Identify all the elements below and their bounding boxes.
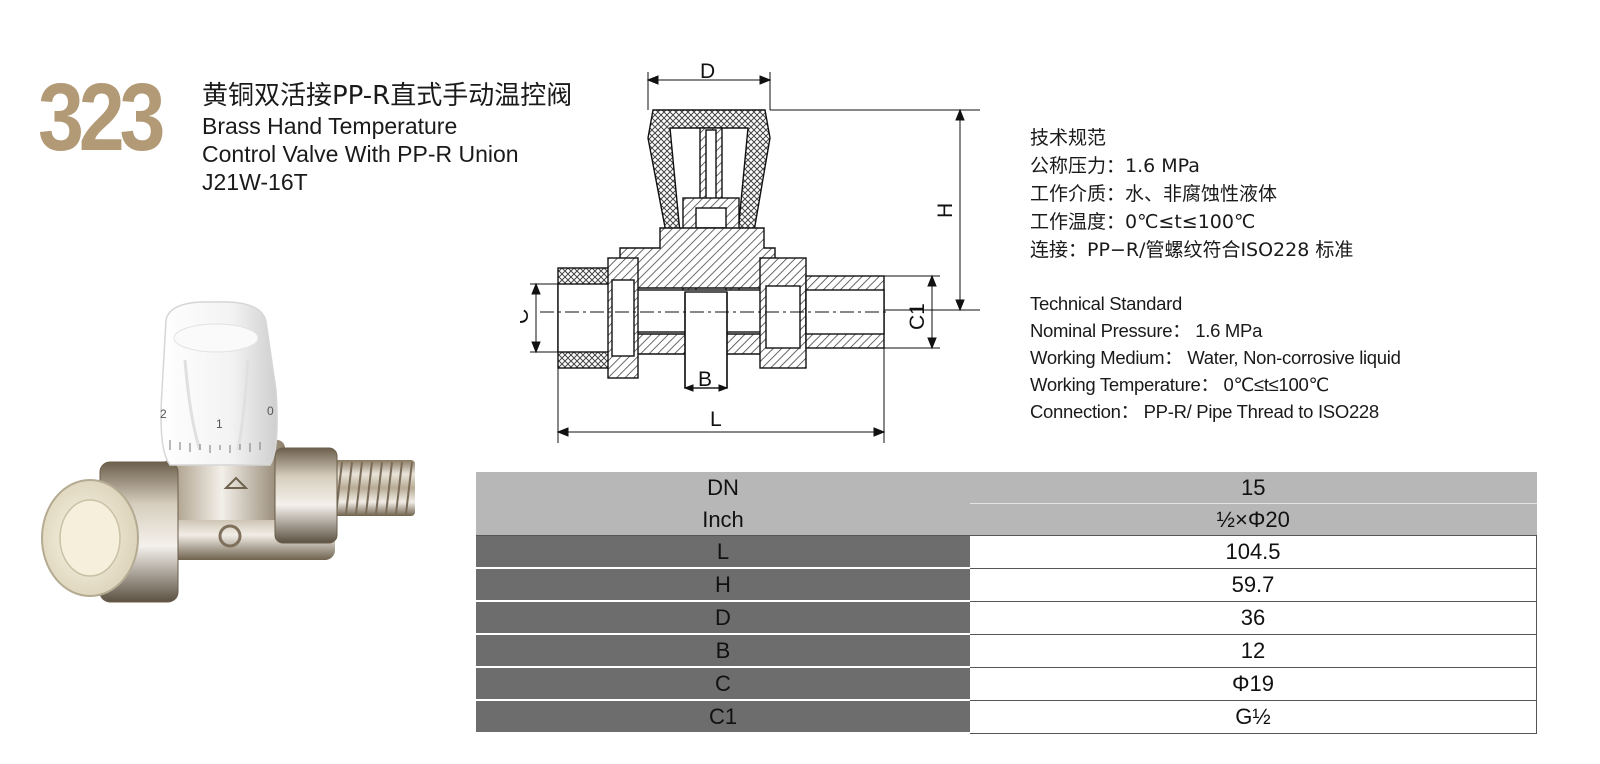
technical-drawing: D H C C1 B L (520, 60, 980, 443)
spec-en-block: Technical Standard Nominal Pressure： 1.6… (1030, 290, 1401, 425)
dim-label-c1: C1 (906, 303, 929, 330)
drawing-outlet-b (684, 291, 728, 389)
table-value-l: 104.5 (970, 535, 1537, 569)
spec-en-medium: Working Medium： Water, Non-corrosive liq… (1030, 347, 1401, 368)
table-label-inch: Inch (476, 503, 970, 536)
spec-en-heading: Technical Standard (1030, 293, 1182, 314)
dial-mark-2: 2 (160, 407, 167, 421)
table-row: L 104.5 (476, 535, 1537, 569)
table-label-l: L (476, 535, 970, 569)
brand-logo-icon (218, 524, 242, 548)
spec-cn-pressure: 公称压力：1.6 MPa (1030, 155, 1200, 177)
handle-grip-line (236, 359, 250, 451)
product-title-en-line1: Brass Hand Temperature (202, 113, 458, 139)
drawing-left-nut-bore (611, 279, 635, 357)
spec-cn-block: 技术规范 公称压力：1.6 MPa 工作介质：水、非腐蚀性液体 工作温度：0℃≤… (1030, 124, 1353, 264)
table-label-b: B (476, 634, 970, 668)
product-title-block: 黄铜双活接PP-R直式手动温控阀 Brass Hand Temperature … (202, 80, 572, 196)
spec-en-pressure: Nominal Pressure： 1.6 MPa (1030, 320, 1263, 341)
table-row: C1 G½ (476, 700, 1537, 734)
handle-top (173, 323, 259, 353)
table-value-c: Φ19 (970, 667, 1537, 701)
spec-cn-heading: 技术规范 (1030, 127, 1107, 149)
dim-label-b: B (698, 368, 712, 391)
spec-cn-medium: 工作介质：水、非腐蚀性液体 (1030, 183, 1278, 205)
table-row: D 36 (476, 601, 1537, 635)
model-number: 323 (38, 64, 165, 171)
dial-mark-0: 0 (267, 404, 274, 418)
thread-lines (335, 461, 413, 515)
table-row: C Φ19 (476, 667, 1537, 701)
spec-cn-connection: 连接：PP−R/管螺纹符合ISO228 标准 (1030, 239, 1354, 261)
table-row: DN 15 (476, 472, 1537, 504)
dial-mark-1: 1 (216, 417, 223, 431)
spec-cn-temperature: 工作温度：0℃≤t≤100℃ (1030, 211, 1256, 233)
spec-en-connection: Connection： PP-R/ Pipe Thread to ISO228 (1030, 401, 1379, 422)
table-value-inch: ½×Φ20 (970, 503, 1537, 536)
drawing-body (619, 227, 776, 289)
valve-photo: 2 1 0 (41, 301, 415, 603)
table-value-b: 12 (970, 634, 1537, 668)
dim-label-h: H (934, 203, 957, 218)
product-model-code: J21W-16T (202, 169, 308, 195)
table-label-dn: DN (476, 472, 970, 504)
table-label-h: H (476, 568, 970, 602)
dim-label-d: D (700, 60, 715, 83)
table-value-d: 36 (970, 601, 1537, 635)
flow-arrow-icon (223, 476, 249, 489)
spec-en-temperature: Working Temperature： 0℃≤t≤100℃ (1030, 374, 1329, 395)
dim-label-l: L (710, 408, 722, 431)
drawing-right-nut-bore (765, 285, 801, 349)
product-title-cn: 黄铜双活接PP-R直式手动温控阀 (202, 81, 573, 111)
product-title-en-line2: Control Valve With PP-R Union (202, 141, 519, 167)
table-row: Inch ½×Φ20 (476, 503, 1537, 536)
table-value-h: 59.7 (970, 568, 1537, 602)
dimension-table: DN 15 Inch ½×Φ20 L 104.5 H 59.7 D 36 B 1… (476, 472, 1537, 734)
dial-scale (169, 440, 261, 453)
ppr-socket-inner (59, 499, 121, 577)
table-value-c1: G½ (970, 700, 1537, 734)
drawing-left-socket-bore (557, 283, 614, 353)
table-label-d: D (476, 601, 970, 635)
table-row: B 12 (476, 634, 1537, 668)
right-union-nut (274, 447, 338, 544)
handle-grip-line (183, 359, 202, 451)
dim-label-c: C (520, 309, 533, 324)
table-label-c: C (476, 667, 970, 701)
table-label-c1: C1 (476, 700, 970, 734)
table-value-dn: 15 (970, 472, 1537, 504)
table-row: H 59.7 (476, 568, 1537, 602)
